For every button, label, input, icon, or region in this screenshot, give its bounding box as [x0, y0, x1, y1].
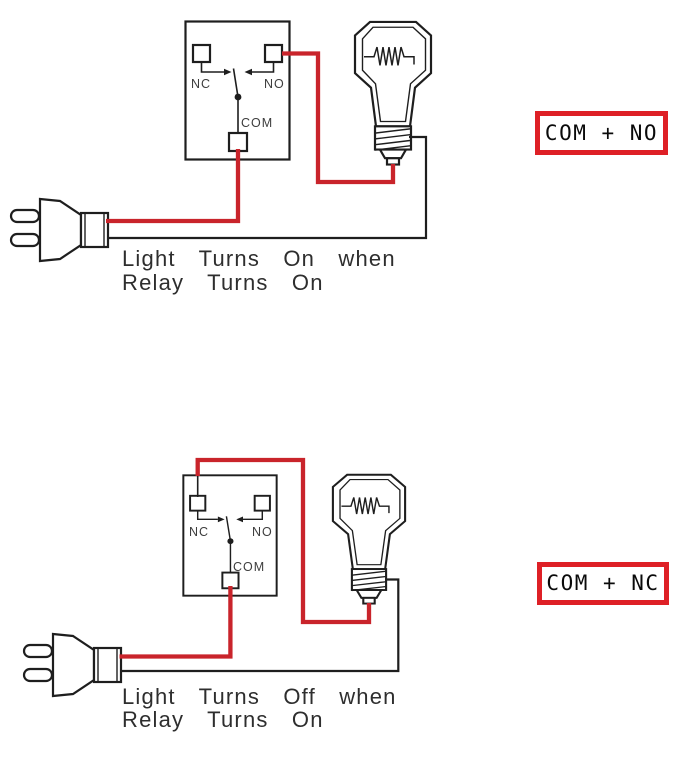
caption-top-line1: Light Turns On when: [122, 246, 396, 271]
relay-no-label-bottom: NO: [252, 525, 273, 539]
badge-com-nc: COM + NC: [537, 562, 669, 605]
wire-red-com-to-plug-top: [106, 149, 241, 224]
relay-nc-label-top: NC: [191, 77, 212, 91]
wire-red-com-to-plug-bottom: [119, 586, 233, 659]
wire-red-nc-to-bulb-bottom: [195, 457, 372, 625]
badge-com-no: COM + NO: [535, 111, 668, 155]
caption-top-line2: Relay Turns On: [122, 270, 324, 295]
relay-nc-label-bottom: NC: [189, 525, 210, 539]
badge-com-nc-label: COM + NC: [546, 571, 660, 595]
caption-bottom-line2: Relay Turns On: [122, 707, 324, 732]
wire-red-no-to-bulb-top: [282, 51, 396, 185]
relay-no-label-top: NO: [264, 77, 285, 91]
light-bulb-icon-bottom: [331, 473, 407, 605]
power-plug-icon-top: [9, 197, 110, 263]
relay-com-label-top: COM: [241, 116, 274, 130]
relay-com-label-bottom: COM: [233, 560, 266, 574]
power-plug-icon-bottom: [22, 632, 123, 698]
wire-black-plug-to-bulb-top: [107, 135, 428, 240]
badge-com-no-label: COM + NO: [544, 120, 659, 145]
caption-bottom-line1: Light Turns Off when: [122, 684, 397, 709]
wire-black-plug-to-bulb-bottom: [120, 578, 400, 673]
light-bulb-icon-top: [353, 20, 433, 166]
